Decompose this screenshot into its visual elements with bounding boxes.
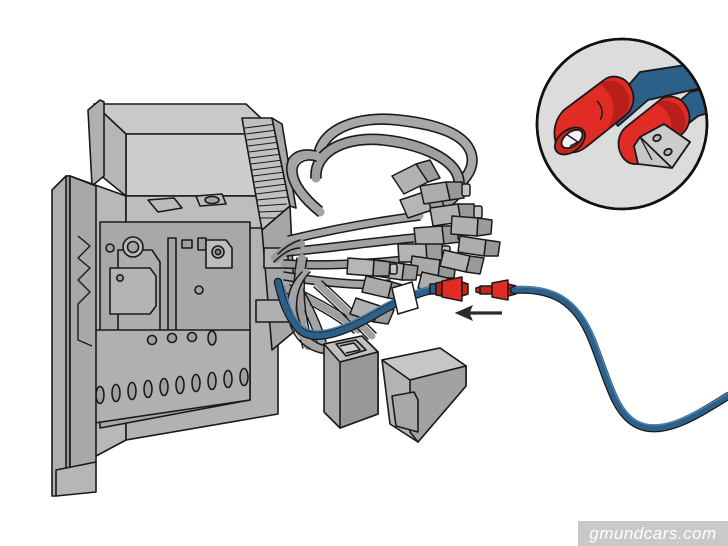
block-connectors: [323, 335, 467, 443]
inset-male-tab-face: [639, 123, 691, 169]
lid-left-lip-edge: [87, 99, 105, 187]
wire-tag: [391, 281, 419, 315]
cable-loop-3: [287, 150, 325, 217]
inset-female-shade: [600, 80, 630, 130]
zigzag-edge: [77, 235, 93, 347]
cable-fan-1: [284, 212, 424, 244]
inset-tab-dimple-2: [663, 147, 673, 157]
plug-isolated: [346, 257, 398, 277]
plug: [391, 159, 441, 195]
watermark-text: gmundcars.com: [589, 523, 717, 543]
plug: [457, 235, 501, 257]
plug: [439, 249, 485, 275]
slot-1: [181, 239, 193, 249]
detail-inset: [535, 37, 709, 211]
top-detail-flap: [147, 197, 183, 213]
bottom-skirt: [55, 461, 97, 497]
cable-loop-1: [313, 114, 477, 197]
male-spade-connector-scene: [475, 279, 517, 301]
inset-circle-border: [535, 37, 709, 211]
head-unit: [51, 99, 297, 497]
block-connector-left: [323, 335, 379, 429]
female-spade-connector-scene: [429, 276, 469, 302]
small-hole-2: [194, 285, 204, 295]
top-detail-hole: [204, 195, 220, 205]
screw-hole-inner: [214, 248, 222, 256]
cable-into-unit: [271, 239, 305, 263]
block-connector-right: [381, 347, 467, 443]
bracket-hole: [116, 273, 125, 282]
bracket-slot: [109, 267, 157, 315]
assembly-arrow-icon: [454, 305, 502, 321]
inset-tab-dimple-1: [652, 133, 662, 143]
screw-boss-inner: [126, 240, 140, 254]
watermark: gmundcars.com: [578, 521, 728, 546]
vent-hole-row-upper: [146, 330, 217, 346]
blue-wire-right: [510, 285, 728, 433]
slot-2: [197, 237, 207, 251]
plug: [419, 181, 471, 205]
heatsink-right-edge: [271, 117, 297, 209]
vent-hole-row: [95, 367, 249, 405]
cable-fan-7: [314, 280, 376, 340]
plug: [450, 215, 493, 237]
cable-fan-2: [282, 234, 418, 256]
front-left-face: [69, 175, 97, 471]
small-hole-1: [105, 243, 115, 253]
